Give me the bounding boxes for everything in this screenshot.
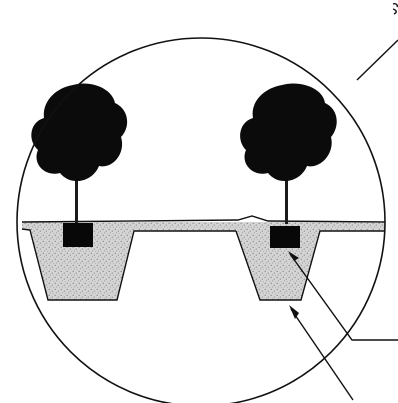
callout-glyph-fragment bbox=[393, 4, 397, 14]
canopy bbox=[240, 84, 337, 182]
leader-line-pit-base bbox=[291, 309, 353, 400]
leader-line-top bbox=[357, 40, 398, 80]
root-ball bbox=[270, 226, 300, 248]
canopy bbox=[31, 84, 127, 182]
arrowhead-icon bbox=[289, 305, 299, 319]
root-ball bbox=[63, 223, 93, 247]
